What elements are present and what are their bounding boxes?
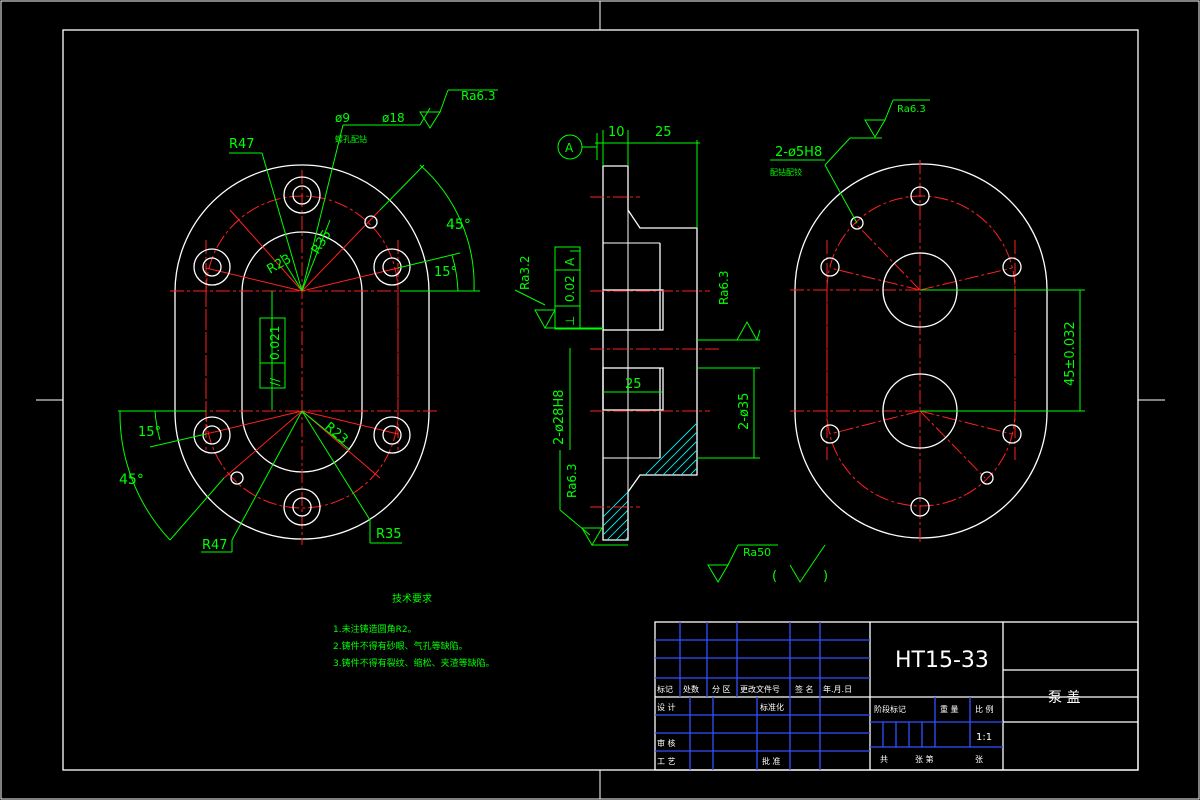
- tb-change-doc: 更改文件号: [740, 684, 780, 694]
- title-block: HT15-33 泵 盖 1:1 标记 处数 分 区 更改文件号 签 名 年.月.…: [654, 621, 1139, 771]
- right-holes: [820, 186, 1022, 517]
- left-bolt-holes: [193, 176, 411, 526]
- perp-datum: A: [563, 257, 577, 266]
- tech-requirements: 技术要求 1.未注铸造圆角R2。 2.铸件不得有砂眼、气孔等缺陷。 3.铸件不得…: [333, 592, 495, 669]
- right-view: Ra6.3 2-ø5H8 配钻配铰 45±0.032: [770, 99, 1085, 545]
- perp-symbol: ⊥: [563, 316, 577, 326]
- tech-item-3: 3.铸件不得有裂纹、缩松、夹渣等缺陷。: [333, 657, 495, 669]
- section-view: A 10 25 25 Ra3.2 ⊥ 0.02 A Ra6.3 Ra6.3 2-…: [514, 125, 761, 546]
- bore-35: 2-ø35: [737, 393, 752, 430]
- tb-sheets: 张 第: [915, 754, 934, 764]
- dim-25-mid: 25: [625, 377, 642, 392]
- dim-r35-bottom: R35: [376, 527, 402, 542]
- tb-sheet: 张: [975, 755, 983, 764]
- tb-count: 处数: [683, 684, 699, 694]
- scale-value: 1:1: [976, 732, 992, 743]
- dim-hole-d18: ø18: [382, 111, 405, 125]
- tb-mark: 标记: [657, 684, 673, 694]
- tech-item-2: 2.铸件不得有砂眼、气孔等缺陷。: [333, 640, 468, 652]
- dim-r47-bottom: R47: [202, 538, 228, 553]
- section-hatch: [603, 166, 697, 540]
- tb-date: 年.月.日: [823, 684, 852, 694]
- dim-angle-15-top: 15°: [434, 265, 457, 280]
- dim-angle-45-bottom: 45°: [119, 472, 144, 488]
- general-ra: Ra50: [743, 546, 771, 559]
- part-number: HT15-33: [895, 648, 989, 673]
- dim-r23-top: R23: [265, 252, 295, 278]
- ra-3-2: Ra3.2: [518, 255, 532, 290]
- pin-note: 配钻配铰: [770, 167, 802, 177]
- left-outer-contour: [174, 164, 430, 540]
- tb-total: 共: [880, 755, 888, 764]
- tb-weight: 重 量: [940, 704, 959, 714]
- dim-10: 10: [608, 125, 625, 140]
- tb-approve: 批 准: [762, 756, 781, 766]
- center-distance: 45±0.032: [1063, 321, 1078, 386]
- right-ra-top: Ra6.3: [897, 104, 926, 115]
- tb-process: 工 艺: [657, 757, 676, 766]
- dim-25-top: 25: [655, 125, 672, 140]
- tb-stage-mark: 阶段标记: [874, 704, 906, 714]
- tech-item-1: 1.未注铸造圆角R2。: [333, 623, 417, 635]
- left-inner-contour: [241, 231, 363, 473]
- dim-ra-top-left: Ra6.3: [461, 89, 496, 103]
- tb-standard: 标准化: [760, 702, 784, 712]
- tb-design: 设 计: [657, 702, 676, 712]
- dim-r35-top: R35: [309, 227, 335, 257]
- datum-a: A: [565, 141, 574, 155]
- ra-6-3-right: Ra6.3: [717, 270, 731, 305]
- tech-title: 技术要求: [392, 592, 432, 605]
- dim-angle-15-bottom: 15°: [138, 425, 161, 440]
- bore-28: 2-ø28H8: [552, 389, 567, 445]
- perp-tolerance: 0.02: [563, 275, 577, 302]
- left-view: R47 ø9 ø18 螺孔配钻 Ra6.3 45° 15° 15° 45° R4…: [118, 89, 498, 553]
- tb-zone: 分 区: [712, 685, 731, 694]
- parallel-tolerance: 0.021: [268, 326, 282, 360]
- right-bolt-path: [826, 195, 1016, 507]
- part-name: 泵 盖: [1048, 690, 1080, 706]
- dim-r23-bottom: R23: [321, 420, 350, 448]
- parallel-symbol: //: [268, 377, 282, 386]
- general-finish: Ra50 ( ): [707, 544, 828, 584]
- dim-r47-top: R47: [229, 137, 255, 152]
- dim-hole-d9: ø9: [335, 111, 350, 125]
- dim-hole-note: 螺孔配钻: [335, 134, 367, 144]
- tb-review: 审 核: [657, 738, 676, 748]
- paren-open: (: [772, 569, 777, 584]
- pin-holes: 2-ø5H8: [775, 145, 822, 160]
- paren-close: ): [823, 569, 828, 584]
- section-outline: [602, 165, 698, 541]
- tb-sign: 签 名: [795, 684, 814, 694]
- dim-angle-45-top: 45°: [446, 217, 471, 233]
- right-outer-contour: [794, 163, 1048, 539]
- tb-scale-label: 比 例: [975, 704, 994, 714]
- ra-6-3-bottom: Ra6.3: [565, 463, 579, 498]
